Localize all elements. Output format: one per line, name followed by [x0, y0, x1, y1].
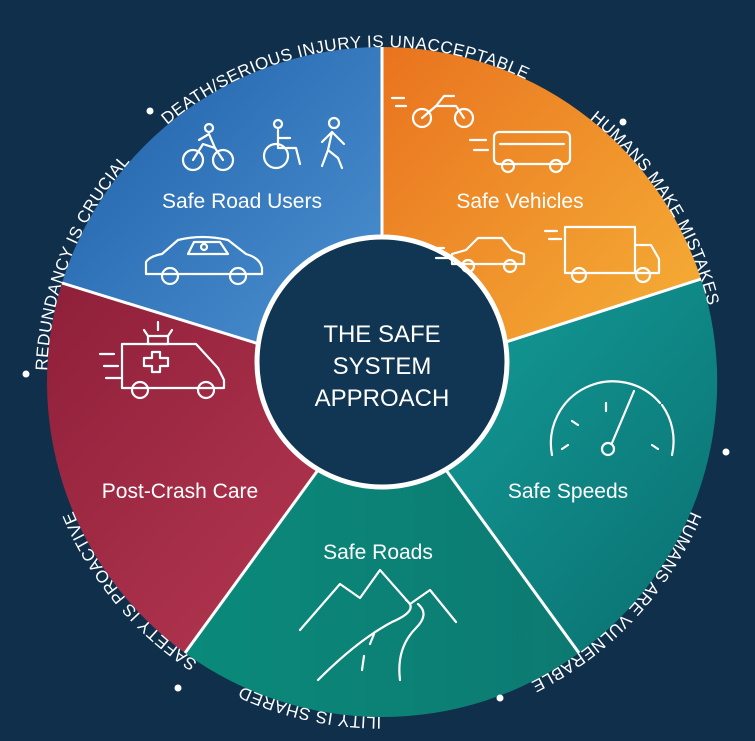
speedometer-icon [549, 380, 675, 457]
ring-separator-dots [22, 107, 730, 702]
car-driver-icon [144, 235, 264, 286]
center-circle [254, 234, 510, 490]
segment-safe-roads [185, 382, 579, 718]
label-post-crash-care: Post-Crash Care [102, 480, 258, 503]
bus-icon [468, 130, 572, 174]
center-title-line-1: THE SAFE [323, 321, 440, 348]
ambulance-icon [98, 320, 226, 400]
label-safe-vehicles: Safe Vehicles [456, 190, 583, 213]
cyclist-icon [181, 122, 235, 172]
label-safe-roads: Safe Roads [323, 541, 433, 564]
center-title-line-2: SYSTEM [333, 353, 432, 380]
label-safe-speeds: Safe Speeds [508, 480, 628, 503]
car-icon [430, 236, 526, 274]
motorcycle-icon [390, 94, 475, 129]
center-title-line-3: APPROACH [315, 385, 450, 412]
mountain-road-icon [298, 568, 458, 682]
truck-icon [543, 225, 661, 284]
pedestrian-icon [320, 116, 346, 170]
label-safe-road-users: Safe Road Users [162, 190, 322, 213]
wheelchair-icon [262, 118, 302, 170]
